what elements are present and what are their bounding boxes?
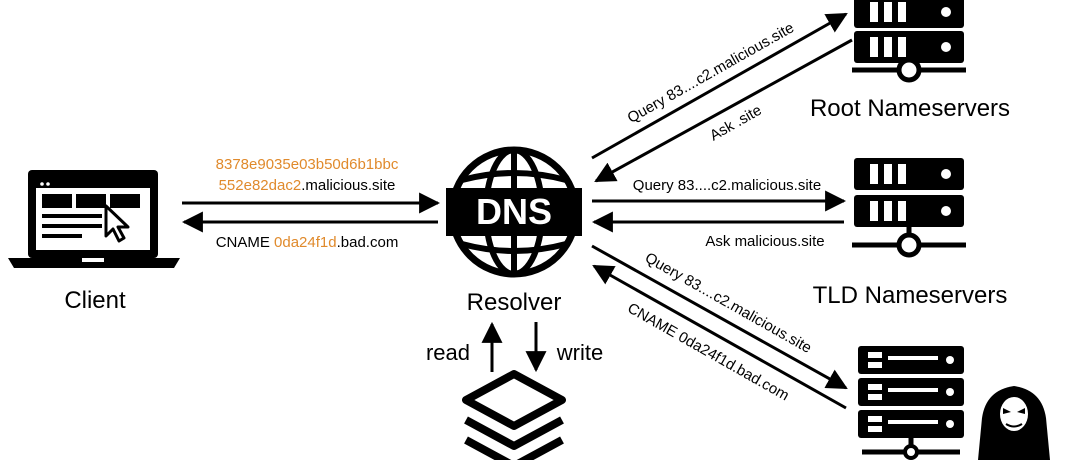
- cache-layers-icon: [462, 370, 566, 465]
- client-query-label-line2: 552e82dac2.malicious.site: [219, 177, 396, 194]
- root-query-arrow: [591, 12, 848, 160]
- root-reply-arrow: [594, 38, 853, 183]
- root-server-icon: [852, 0, 966, 83]
- root-nameservers-label: Root Nameservers: [810, 95, 1010, 122]
- tld-query-label: Query 83....c2.malicious.site: [633, 177, 821, 194]
- hacker-icon: [978, 386, 1050, 460]
- client-reply-highlight: 0da24f1d: [274, 234, 337, 251]
- attacker-query-arrow: [591, 244, 848, 390]
- resolver-label: Resolver: [467, 289, 562, 316]
- client-reply-domain: .bad.com: [337, 234, 399, 251]
- dns-globe-icon: DNS: [446, 146, 582, 278]
- laptop-cursor-icon: [8, 170, 180, 268]
- root-reply-label: Ask .site: [707, 102, 765, 145]
- client-reply-prefix: CNAME: [216, 234, 270, 251]
- client-label: Client: [64, 287, 126, 314]
- client-query-label-line1: 8378e9035e03b50d6b1bbc: [216, 156, 399, 173]
- tld-nameservers-label: TLD Nameservers: [813, 282, 1008, 309]
- client-query-domain: .malicious.site: [301, 177, 395, 194]
- cache-read-label: read: [426, 340, 470, 365]
- cache-write-label: write: [556, 340, 603, 365]
- client-reply-label: CNAME 0da24f1d.bad.com: [216, 234, 399, 251]
- client-query-highlight: 552e82dac2: [219, 177, 302, 194]
- tld-server-icon: [852, 158, 966, 258]
- attacker-reply-arrow: [592, 264, 847, 410]
- malicious-server-icon: [858, 346, 964, 460]
- root-query-label: Query 83....c2.malicious.site: [625, 19, 797, 127]
- tld-reply-label: Ask malicious.site: [705, 233, 824, 250]
- dns-badge-text: DNS: [476, 191, 552, 232]
